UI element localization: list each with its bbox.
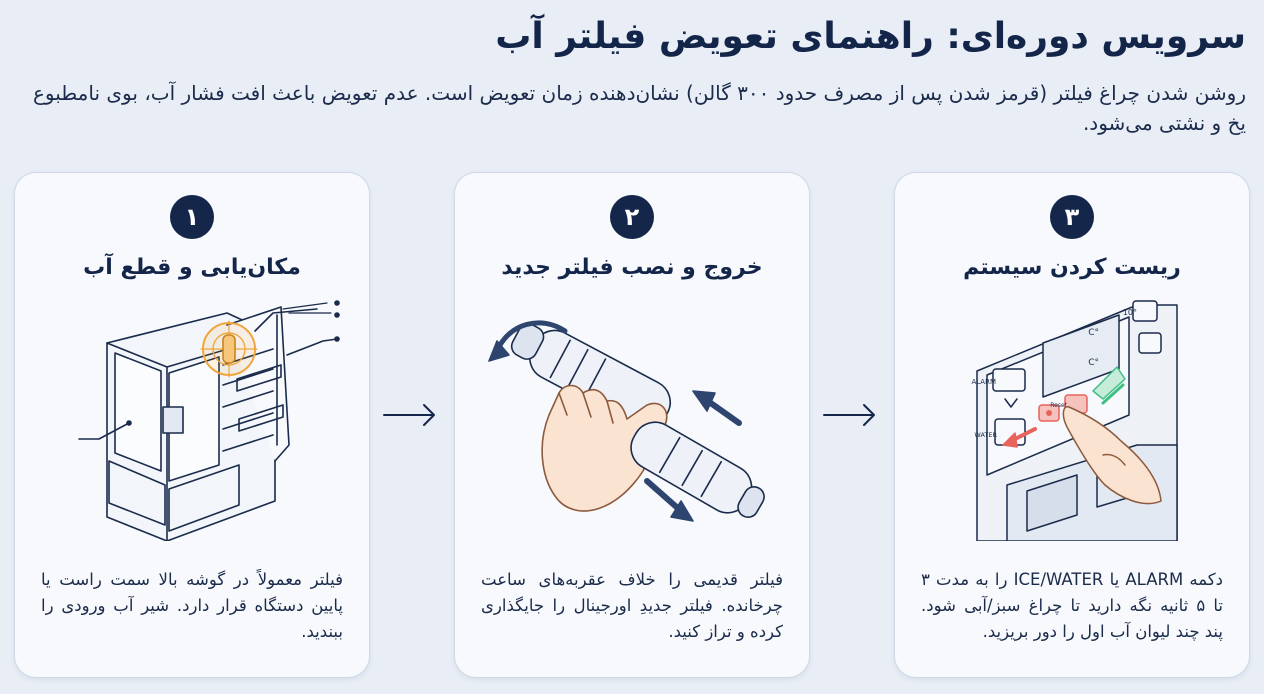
step-card-2: ۲ خروج و نصب فیلتر جدید فیلتر قدیمی را خ… bbox=[454, 172, 810, 678]
step-number-badge: ۲ bbox=[610, 195, 654, 239]
alarm-label: ALARM bbox=[971, 378, 996, 386]
step-description: دکمه ALARM یا ICE/WATER را به مدت ۳ تا ۵… bbox=[921, 570, 1224, 641]
control-panel-icon: °C °C 10° ALARM WATER Reset bbox=[971, 300, 1178, 541]
step-title: خروج و نصب فیلتر جدید bbox=[501, 255, 763, 280]
water-label: WATER bbox=[974, 431, 997, 439]
arrow-right-icon bbox=[383, 404, 435, 426]
step-title: مکان‌یابی و قطع آب bbox=[83, 255, 301, 280]
page-title: سرویس دوره‌ای: راهنمای تعویض فیلتر آب bbox=[495, 16, 1246, 57]
step-number-badge: ۱ bbox=[170, 195, 214, 239]
temp-mark: 10° bbox=[1123, 308, 1137, 317]
step-number-badge: ۳ bbox=[1050, 195, 1094, 239]
refrigerator-icon bbox=[78, 300, 340, 541]
celsius-label-1: °C bbox=[1088, 328, 1099, 338]
step-card-1: ۱ مکان‌یابی و قطع آب bbox=[14, 172, 370, 678]
page-subtitle: روشن شدن چراغ فیلتر (قرمز شدن پس از مصرف… bbox=[32, 81, 1246, 135]
step-card-3: ۳ ریست کردن سیستم °C °C 10° ALARM WATER … bbox=[894, 172, 1250, 678]
celsius-label-2: °C bbox=[1088, 358, 1099, 368]
step-description: فیلتر قدیمی را خلاف عقربه‌های ساعت چرخان… bbox=[481, 570, 783, 641]
arrow-right-icon bbox=[823, 404, 875, 426]
reset-label: Reset bbox=[1050, 402, 1067, 409]
filter-cartridge-icon bbox=[488, 320, 765, 522]
step-description: فیلتر معمولاً در گوشه بالا سمت راست یا پ… bbox=[41, 570, 343, 641]
step-title: ریست کردن سیستم bbox=[963, 255, 1181, 280]
